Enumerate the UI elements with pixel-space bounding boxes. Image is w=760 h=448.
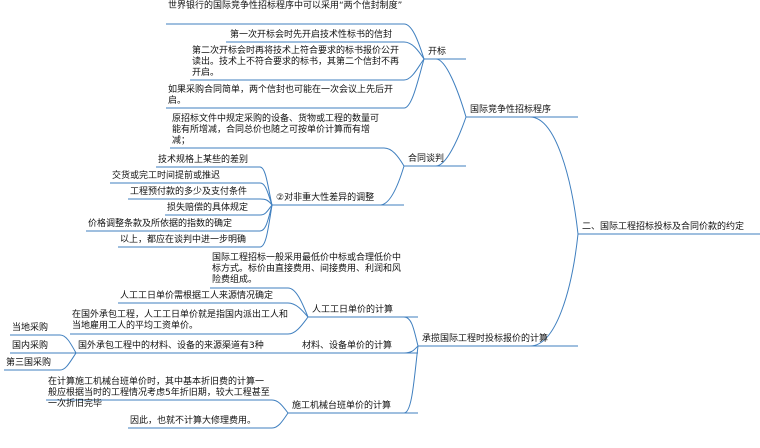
leaf-two-envelope: 世界银行的国际竞争性招标程序中可以采用“两个信封制度” [168,1,403,11]
leaf-further-clarify: 以上，都应在谈判中进一步明确 [120,235,247,245]
node-material-price: 材料、设备单价的计算 [302,341,393,351]
node-contract-negotiation: 合同谈判 [408,154,445,164]
leaf-third-country-purchase: 第三国采购 [6,358,52,368]
branch-bid-pricing: 承揽国际工程时投标报价的计算 [422,334,549,344]
node-machine-price: 施工机械台班单价的计算 [292,401,392,411]
leaf-first-opening: 第一次开标会时先开启技术性标书的信封 [230,30,393,40]
leaf-simple-contract: 如果采购合同简单，两个信封也可能在一次会议上先后开启。 [168,85,394,106]
leaf-price-adjustment: 价格调整条款及所依据的指数的确定 [88,219,233,229]
leaf-depreciation: 在计算施工机械台班单价时，其中基本折旧费的计算一般应根据当时的工程情况考虑5年折… [48,377,270,409]
leaf-material-sources: 国外承包工程中的材料、设备的来源渠道有3种 [78,341,264,351]
branch-international-bidding: 国际竞争性招标程序 [470,105,552,115]
leaf-second-opening: 第二次开标会时再将技术上符合要求的标书报价公开读出。技术上不符合要求的标书，其第… [192,46,400,78]
node-labor-price: 人工工日单价的计算 [312,305,394,315]
leaf-no-overhaul: 因此，也就不计算大修理费用。 [130,416,257,426]
node-bid-opening: 开标 [428,47,447,57]
leaf-quantity-change: 原招标文件中规定采购的设备、货物或工程的数量可能有所增减，合同总价也随之可按单价… [172,114,380,146]
leaf-labor-source: 人工工日单价需根据工人来源情况确定 [120,291,274,301]
leaf-tech-spec: 技术规格上某些的差别 [158,155,249,165]
leaf-local-purchase: 当地采购 [12,323,49,333]
node-minor-deviation: ②对非重大性差异的调整 [276,193,375,203]
root-node: 二、国际工程招标投标及合同价款的约定 [582,222,745,232]
leaf-delivery-time: 交货或完工时间提前或推迟 [112,171,221,181]
leaf-lowest-price: 国际工程招标一般采用最低价中标或合理低价中标方式。标价由直接费用、间接费用、利润… [212,253,402,285]
leaf-damages: 损失赔偿的具体规定 [167,203,249,213]
leaf-domestic-purchase: 国内采购 [12,341,49,351]
leaf-overseas-labor: 在国外承包工程，人工工日单价就是指国内派出工人和当地雇用工人的平均工资单价。 [72,310,289,331]
leaf-advance-payment: 工程预付款的多少及支付条件 [130,187,248,197]
